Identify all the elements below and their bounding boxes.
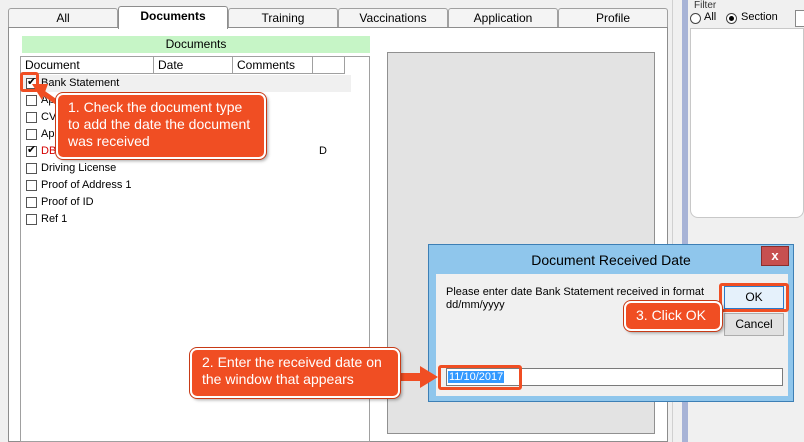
column-header-document[interactable]: Document bbox=[21, 57, 154, 74]
document-label: App bbox=[41, 128, 61, 140]
column-header-date[interactable]: Date bbox=[154, 57, 233, 74]
callout-step3: 3. Click OK bbox=[624, 301, 722, 331]
cancel-button[interactable]: Cancel bbox=[724, 313, 784, 336]
document-checkbox[interactable] bbox=[26, 143, 37, 158]
close-button[interactable]: x bbox=[761, 246, 789, 266]
document-checkbox[interactable] bbox=[26, 95, 37, 106]
received-date-value: 11/10/2017 bbox=[448, 371, 505, 383]
filter-section-radio[interactable] bbox=[726, 13, 737, 24]
document-label: CV bbox=[41, 111, 57, 123]
arrow-step2-icon bbox=[400, 366, 438, 388]
table-row[interactable]: DB D bbox=[21, 143, 351, 160]
document-label: DB bbox=[41, 145, 57, 157]
table-row[interactable]: Driving License bbox=[21, 160, 351, 177]
tab-profile[interactable]: Profile bbox=[558, 8, 668, 28]
document-label: Proof of Address 1 bbox=[41, 179, 132, 191]
filter-legend: Filter bbox=[694, 0, 717, 11]
document-checkbox[interactable] bbox=[26, 129, 37, 140]
document-checkbox[interactable] bbox=[26, 163, 37, 174]
tab-documents[interactable]: Documents bbox=[118, 6, 228, 29]
tab-vaccinations[interactable]: Vaccinations bbox=[338, 8, 448, 28]
dialog-title: Document Received Date bbox=[531, 252, 691, 268]
tab-training[interactable]: Training bbox=[228, 8, 338, 28]
document-checkbox[interactable] bbox=[26, 112, 37, 123]
filter-section-label: Section bbox=[741, 11, 778, 23]
table-row[interactable]: Proof of Address 1 bbox=[21, 177, 351, 194]
comment-cell: D bbox=[319, 145, 327, 157]
table-row[interactable]: CV bbox=[21, 109, 351, 126]
table-row[interactable]: Bank Statement bbox=[21, 75, 351, 92]
column-header-extra bbox=[313, 57, 345, 74]
column-header-comments[interactable]: Comments bbox=[233, 57, 313, 74]
table-row[interactable]: Ref 1 bbox=[21, 211, 351, 228]
filter-all-radio[interactable] bbox=[690, 13, 701, 24]
document-label: Bank Statement bbox=[41, 77, 120, 89]
callout-step1: 1. Check the document type to add the da… bbox=[56, 93, 266, 159]
filter-list[interactable] bbox=[690, 28, 804, 218]
tab-application[interactable]: Application bbox=[448, 8, 558, 28]
document-checkbox[interactable] bbox=[26, 197, 37, 208]
highlight-checkbox bbox=[20, 72, 39, 92]
tab-strip: All Documents Training Vaccinations Appl… bbox=[8, 6, 668, 29]
document-checkbox[interactable] bbox=[26, 180, 37, 191]
callout-step2: 2. Enter the received date on the window… bbox=[190, 348, 400, 398]
dialog-message: Please enter date Bank Statement receive… bbox=[446, 286, 705, 311]
table-row[interactable]: App bbox=[21, 126, 351, 143]
panel-splitter[interactable] bbox=[672, 0, 682, 442]
filter-section-input[interactable] bbox=[795, 10, 804, 27]
ok-button[interactable]: OK bbox=[724, 286, 784, 309]
table-row[interactable]: Proof of ID bbox=[21, 194, 351, 211]
highlight-ok-button bbox=[719, 283, 789, 312]
close-icon: x bbox=[771, 248, 779, 263]
highlight-date-input bbox=[438, 365, 522, 390]
documents-section-header: Documents bbox=[22, 36, 370, 53]
received-date-input[interactable]: 11/10/2017 bbox=[446, 368, 783, 386]
document-label: Ref 1 bbox=[41, 213, 68, 225]
panel-divider bbox=[682, 0, 688, 442]
filter-all-label: All bbox=[704, 11, 717, 23]
tab-all[interactable]: All bbox=[8, 8, 118, 28]
document-label: Driving License bbox=[41, 162, 117, 174]
document-checkbox[interactable] bbox=[26, 214, 37, 225]
document-label: Proof of ID bbox=[41, 196, 94, 208]
